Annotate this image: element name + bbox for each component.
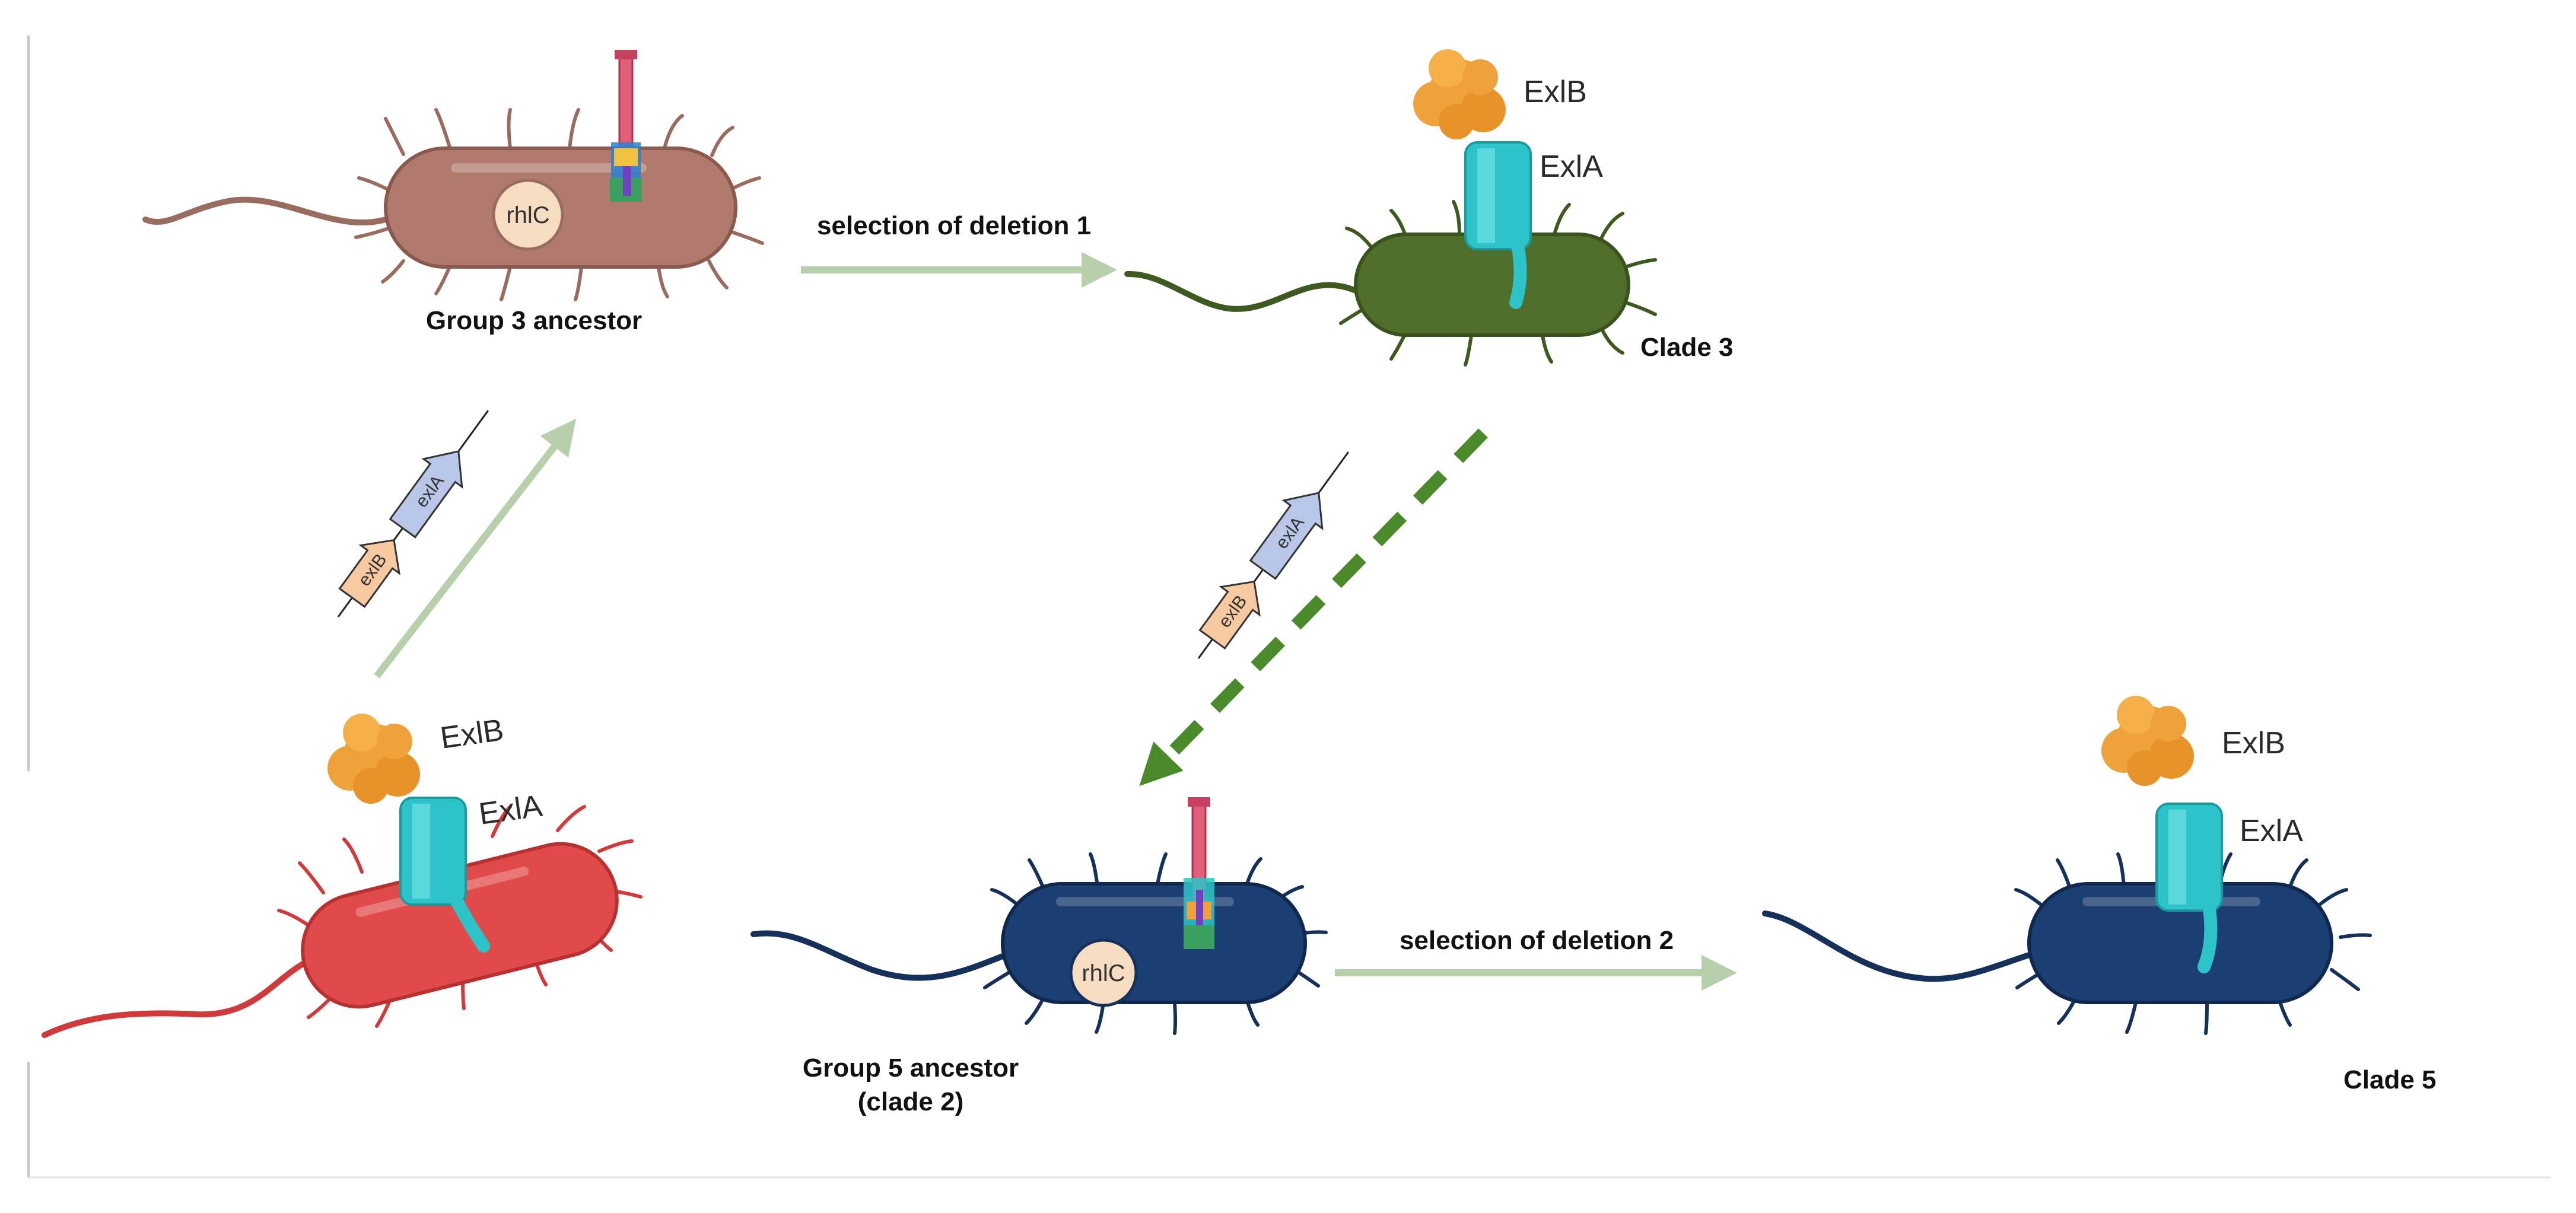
gene-cassette-left: exlB exlA (337, 410, 489, 617)
rhlC-disc (492, 179, 564, 251)
clade3-bacterium: ExlB ExlA Clade 3 (1124, 49, 1734, 367)
exlA-protein (399, 797, 490, 953)
selection-deletion-1-label: selection of deletion 1 (817, 211, 1091, 240)
exlB-label: ExlB (2222, 726, 2285, 760)
clade3-label: Clade 3 (1640, 333, 1734, 362)
rhlC-label: rhlC (506, 202, 549, 228)
rhlC-label: rhlC (1082, 960, 1125, 986)
exlB-label: ExlB (438, 713, 506, 756)
flagellum (142, 196, 389, 226)
exlA-protein (1464, 141, 1532, 309)
group5-ancestor-label-line2: (clade 2) (858, 1087, 964, 1116)
exlB-label: ExlB (1524, 75, 1587, 109)
exlA-gene-arrow (389, 450, 463, 539)
pili (2014, 852, 2372, 1035)
exlA-gene-arrow (1249, 492, 1324, 580)
exlB-protein (1413, 49, 1506, 139)
exlB-gene-arrow (1198, 580, 1261, 650)
group5-ancestor-label-line1: Group 5 ancestor (803, 1053, 1019, 1083)
red-ancestral-bacterium: ExlB ExlA (42, 713, 643, 1038)
selection-deletion-2-label: selection of deletion 2 (1400, 926, 1674, 955)
flagellum (1762, 910, 2032, 982)
highlight (451, 163, 647, 173)
exlB-protein (327, 714, 420, 804)
group3-ancestor-bacterium: rhlC Group 3 ancestor (142, 50, 764, 335)
exlB-gene-arrow (338, 539, 400, 609)
clade5-bacterium: ExlB ExlA Clade 5 (1762, 696, 2437, 1094)
rhlC-disc (1069, 938, 1138, 1007)
gene-cassette-middle: exlB exlA (1197, 451, 1349, 659)
arrow-dashed-transfer (1139, 428, 1488, 787)
exlA-label: ExlA (1540, 149, 1603, 184)
exlA-label: ExlA (2240, 814, 2303, 848)
pili (1339, 200, 1657, 367)
exlB-protein (2101, 696, 2194, 786)
arrow-hgt-up (374, 418, 577, 679)
flagellum (1124, 270, 1359, 312)
group5-ancestor-bacterium: rhlC Group 5 ancestor (clade 2) (750, 797, 1328, 1116)
exlA-label: ExlA (477, 789, 545, 832)
secretion-system-icon (610, 50, 642, 202)
flagellum (42, 958, 311, 1038)
flagellum (750, 930, 1009, 981)
group3-ancestor-label: Group 3 ancestor (426, 306, 642, 335)
exlA-protein (2155, 803, 2223, 973)
secretion-system-icon (1184, 797, 1214, 949)
pili (983, 852, 1328, 1035)
pili (354, 108, 764, 301)
clade5-label: Clade 5 (2343, 1065, 2437, 1094)
